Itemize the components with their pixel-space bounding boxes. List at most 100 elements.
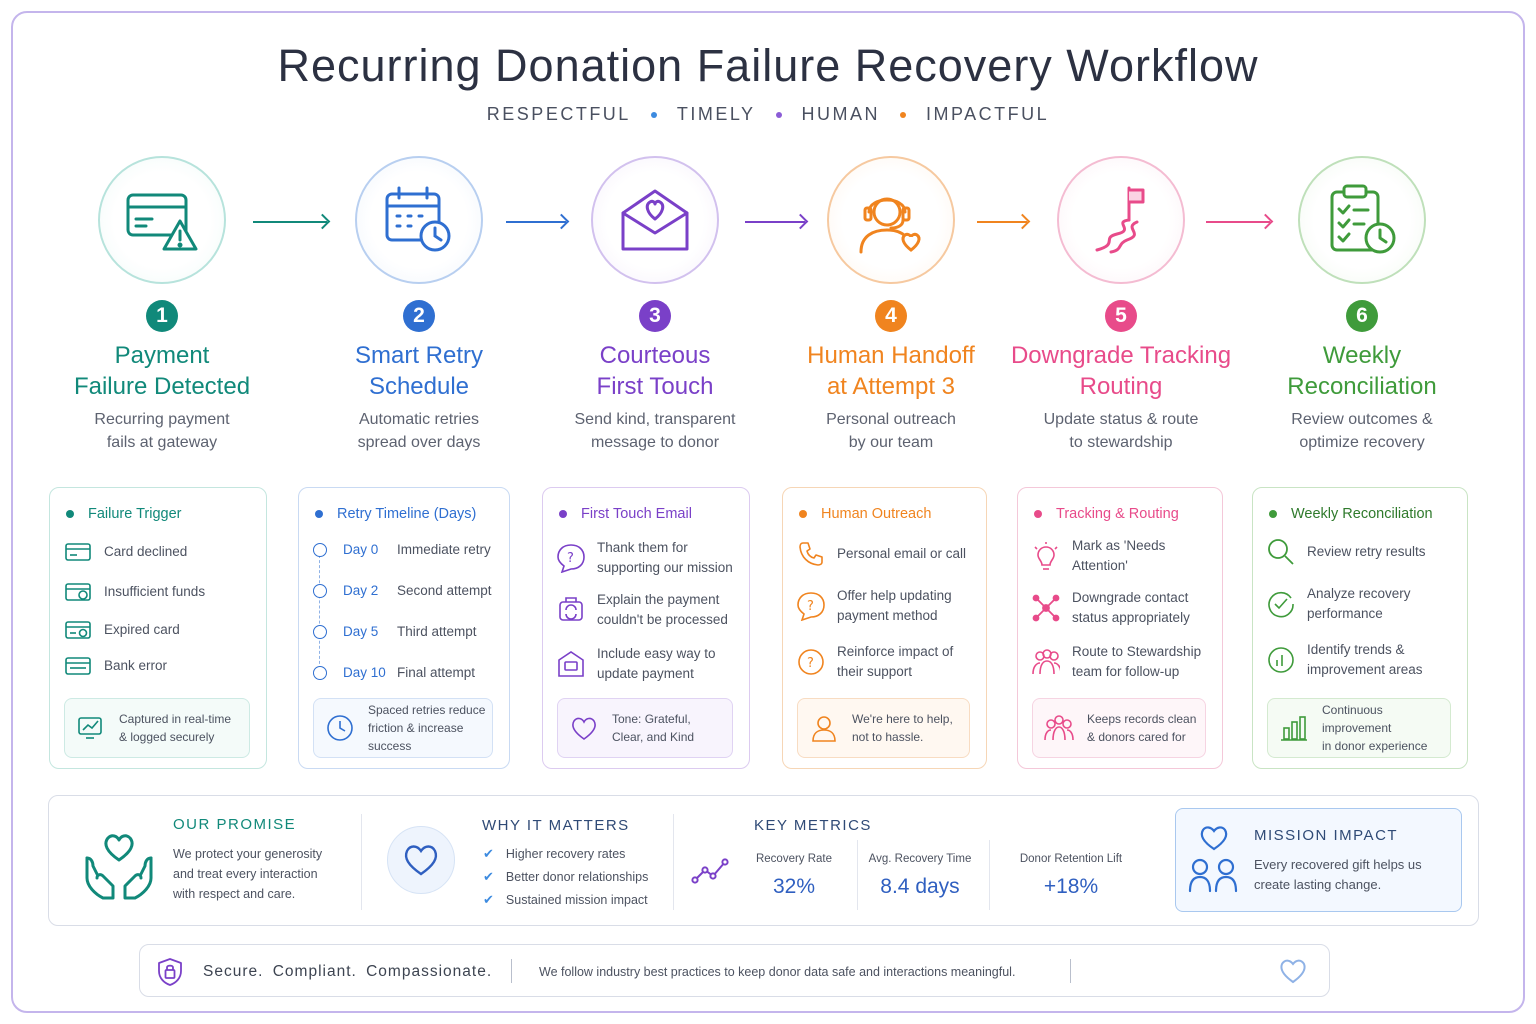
why-title: WHY IT MATTERS (482, 817, 630, 834)
item-text: Include easy way to update payment (597, 646, 716, 681)
card-title-text: Tracking & Routing (1056, 506, 1179, 522)
timeline-item: Day 10 Final attempt (313, 665, 475, 680)
svg-text:?: ? (807, 656, 814, 671)
item-text: Explain the payment couldn't be processe… (597, 592, 728, 627)
lightbulb-icon (1032, 542, 1060, 570)
check-circle-icon (1267, 590, 1295, 618)
footer-text: We're here to help, not to hassle. (852, 712, 953, 744)
svg-text:?: ? (567, 551, 574, 566)
step-title: Smart Retry Schedule (354, 342, 483, 400)
step-title: Human Handoff at Attempt 3 (807, 342, 975, 400)
card-title-text: Failure Trigger (88, 506, 182, 522)
list-item: Include easy way to update payment (557, 644, 716, 684)
card-title-text: Weekly Reconciliation (1291, 506, 1433, 522)
tagline-dot (775, 111, 782, 118)
card-tracking-routing: Tracking & Routing Mark as 'Needs Attent… (1017, 487, 1223, 769)
metric-label: Recovery Rate (755, 853, 833, 865)
item-text: Thank them for supporting our mission (597, 540, 733, 575)
footer-text: Captured in real-time & logged securely (119, 712, 232, 744)
list-item: Review retry results (1267, 538, 1426, 566)
item-text: Mark as 'Needs Attention' (1072, 538, 1166, 573)
bar-chart-icon (1278, 712, 1310, 744)
flow-arrow (745, 221, 805, 223)
card-human-outreach: Human Outreach Personal email or call ?O… (782, 487, 987, 769)
tagline-dot (650, 111, 657, 118)
mission-impact-panel: MISSION IMPACT Every recovered gift help… (1175, 808, 1462, 912)
timeline-action: Final attempt (397, 665, 476, 680)
metric-label: Avg. Recovery Time (868, 853, 972, 865)
item-text: Personal email or call (837, 546, 967, 561)
card-title: Retry Timeline (Days) (315, 506, 476, 522)
timeline-action: Third attempt (397, 624, 477, 639)
flow-arrow (506, 221, 566, 223)
envelope-card-icon (557, 650, 585, 678)
item-text: Identify trends & improvement areas (1307, 642, 1423, 677)
metric-retention-lift: Donor Retention Lift+18% (1013, 853, 1129, 899)
item-text: Reinforce impact of their support (837, 644, 954, 679)
heart-icon (568, 712, 600, 744)
tagline-word: IMPACTFUL (926, 104, 1050, 124)
step-downgrade-tracking: 5 Downgrade Tracking Routing Update stat… (991, 156, 1251, 454)
card-title: Weekly Reconciliation (1269, 506, 1433, 522)
help-bubble-icon: ? (797, 592, 825, 621)
shield-lock-icon (156, 957, 184, 987)
list-item: Bank error (64, 652, 167, 680)
page-title: Recurring Donation Failure Recovery Work… (277, 40, 1259, 91)
list-item: ? Thank them for supporting our mission (557, 538, 733, 578)
list-item: Mark as 'Needs Attention' (1032, 536, 1165, 576)
clock-icon (324, 712, 356, 744)
card-expired-icon (64, 616, 92, 644)
timeline-dot (313, 624, 327, 639)
step-title: Weekly Reconciliation (1287, 342, 1437, 400)
step-payment-failure: 1 Payment Failure Detected Recurring pay… (32, 156, 292, 454)
step-weekly-reconciliation: 6 Weekly Reconciliation Review outcomes … (1232, 156, 1492, 454)
divider (511, 959, 512, 983)
trend-circle-icon (1267, 646, 1295, 674)
divider (857, 840, 858, 910)
timeline-day: Day 10 (343, 665, 386, 680)
step-description: Update status & route to stewardship (1043, 411, 1199, 451)
question-circle-icon: ? (797, 648, 825, 676)
list-item: Personal email or call (797, 540, 966, 568)
list-item: Explain the payment couldn't be processe… (557, 590, 728, 630)
heart-outline-icon (1278, 957, 1308, 985)
divider (361, 814, 362, 910)
step-description: Automatic retries spread over days (357, 411, 481, 451)
timeline-day: Day 2 (343, 583, 379, 598)
card-footer-note: Spaced retries reduce friction & increas… (313, 698, 493, 758)
monitor-chart-icon (75, 712, 107, 744)
why-item-text: Better donor relationships (505, 870, 649, 884)
list-item: Downgrade contact status appropriately (1032, 588, 1190, 628)
network-nodes-icon (1032, 594, 1060, 622)
footer-text: Spaced retries reduce friction & increas… (368, 703, 486, 753)
item-text: Review retry results (1307, 544, 1426, 559)
headset-agent-icon (827, 156, 955, 284)
divider (989, 840, 990, 910)
heart-badge-icon (387, 826, 455, 894)
timeline-line (319, 550, 320, 674)
card-weekly-reconciliation: Weekly Reconciliation Review retry resul… (1252, 487, 1468, 769)
why-item: ✔Better donor relationships (483, 869, 648, 885)
card-title: Human Outreach (799, 506, 931, 522)
step-title: Courteous First Touch (596, 342, 714, 400)
why-item-text: Higher recovery rates (505, 847, 626, 861)
tagline-word: RESPECTFUL (486, 104, 631, 124)
metric-value: +18% (1043, 875, 1099, 898)
person-icon (808, 712, 840, 744)
check-icon: ✔ (483, 846, 494, 861)
svg-text:?: ? (807, 599, 814, 614)
flow-arrow (253, 221, 327, 223)
card-footer-note: Continuous improvement in donor experien… (1267, 698, 1451, 758)
list-item: ? Reinforce impact of their support (797, 642, 953, 682)
list-item: ?Offer help updating payment method (797, 586, 952, 626)
people-heart-icon (1188, 823, 1240, 900)
item-text: Card declined (104, 544, 188, 559)
card-title-text: Retry Timeline (Days) (337, 506, 477, 522)
bank-card-icon (64, 652, 92, 680)
envelope-heart-icon (591, 156, 719, 284)
tagline-word: TIMELY (676, 104, 756, 124)
